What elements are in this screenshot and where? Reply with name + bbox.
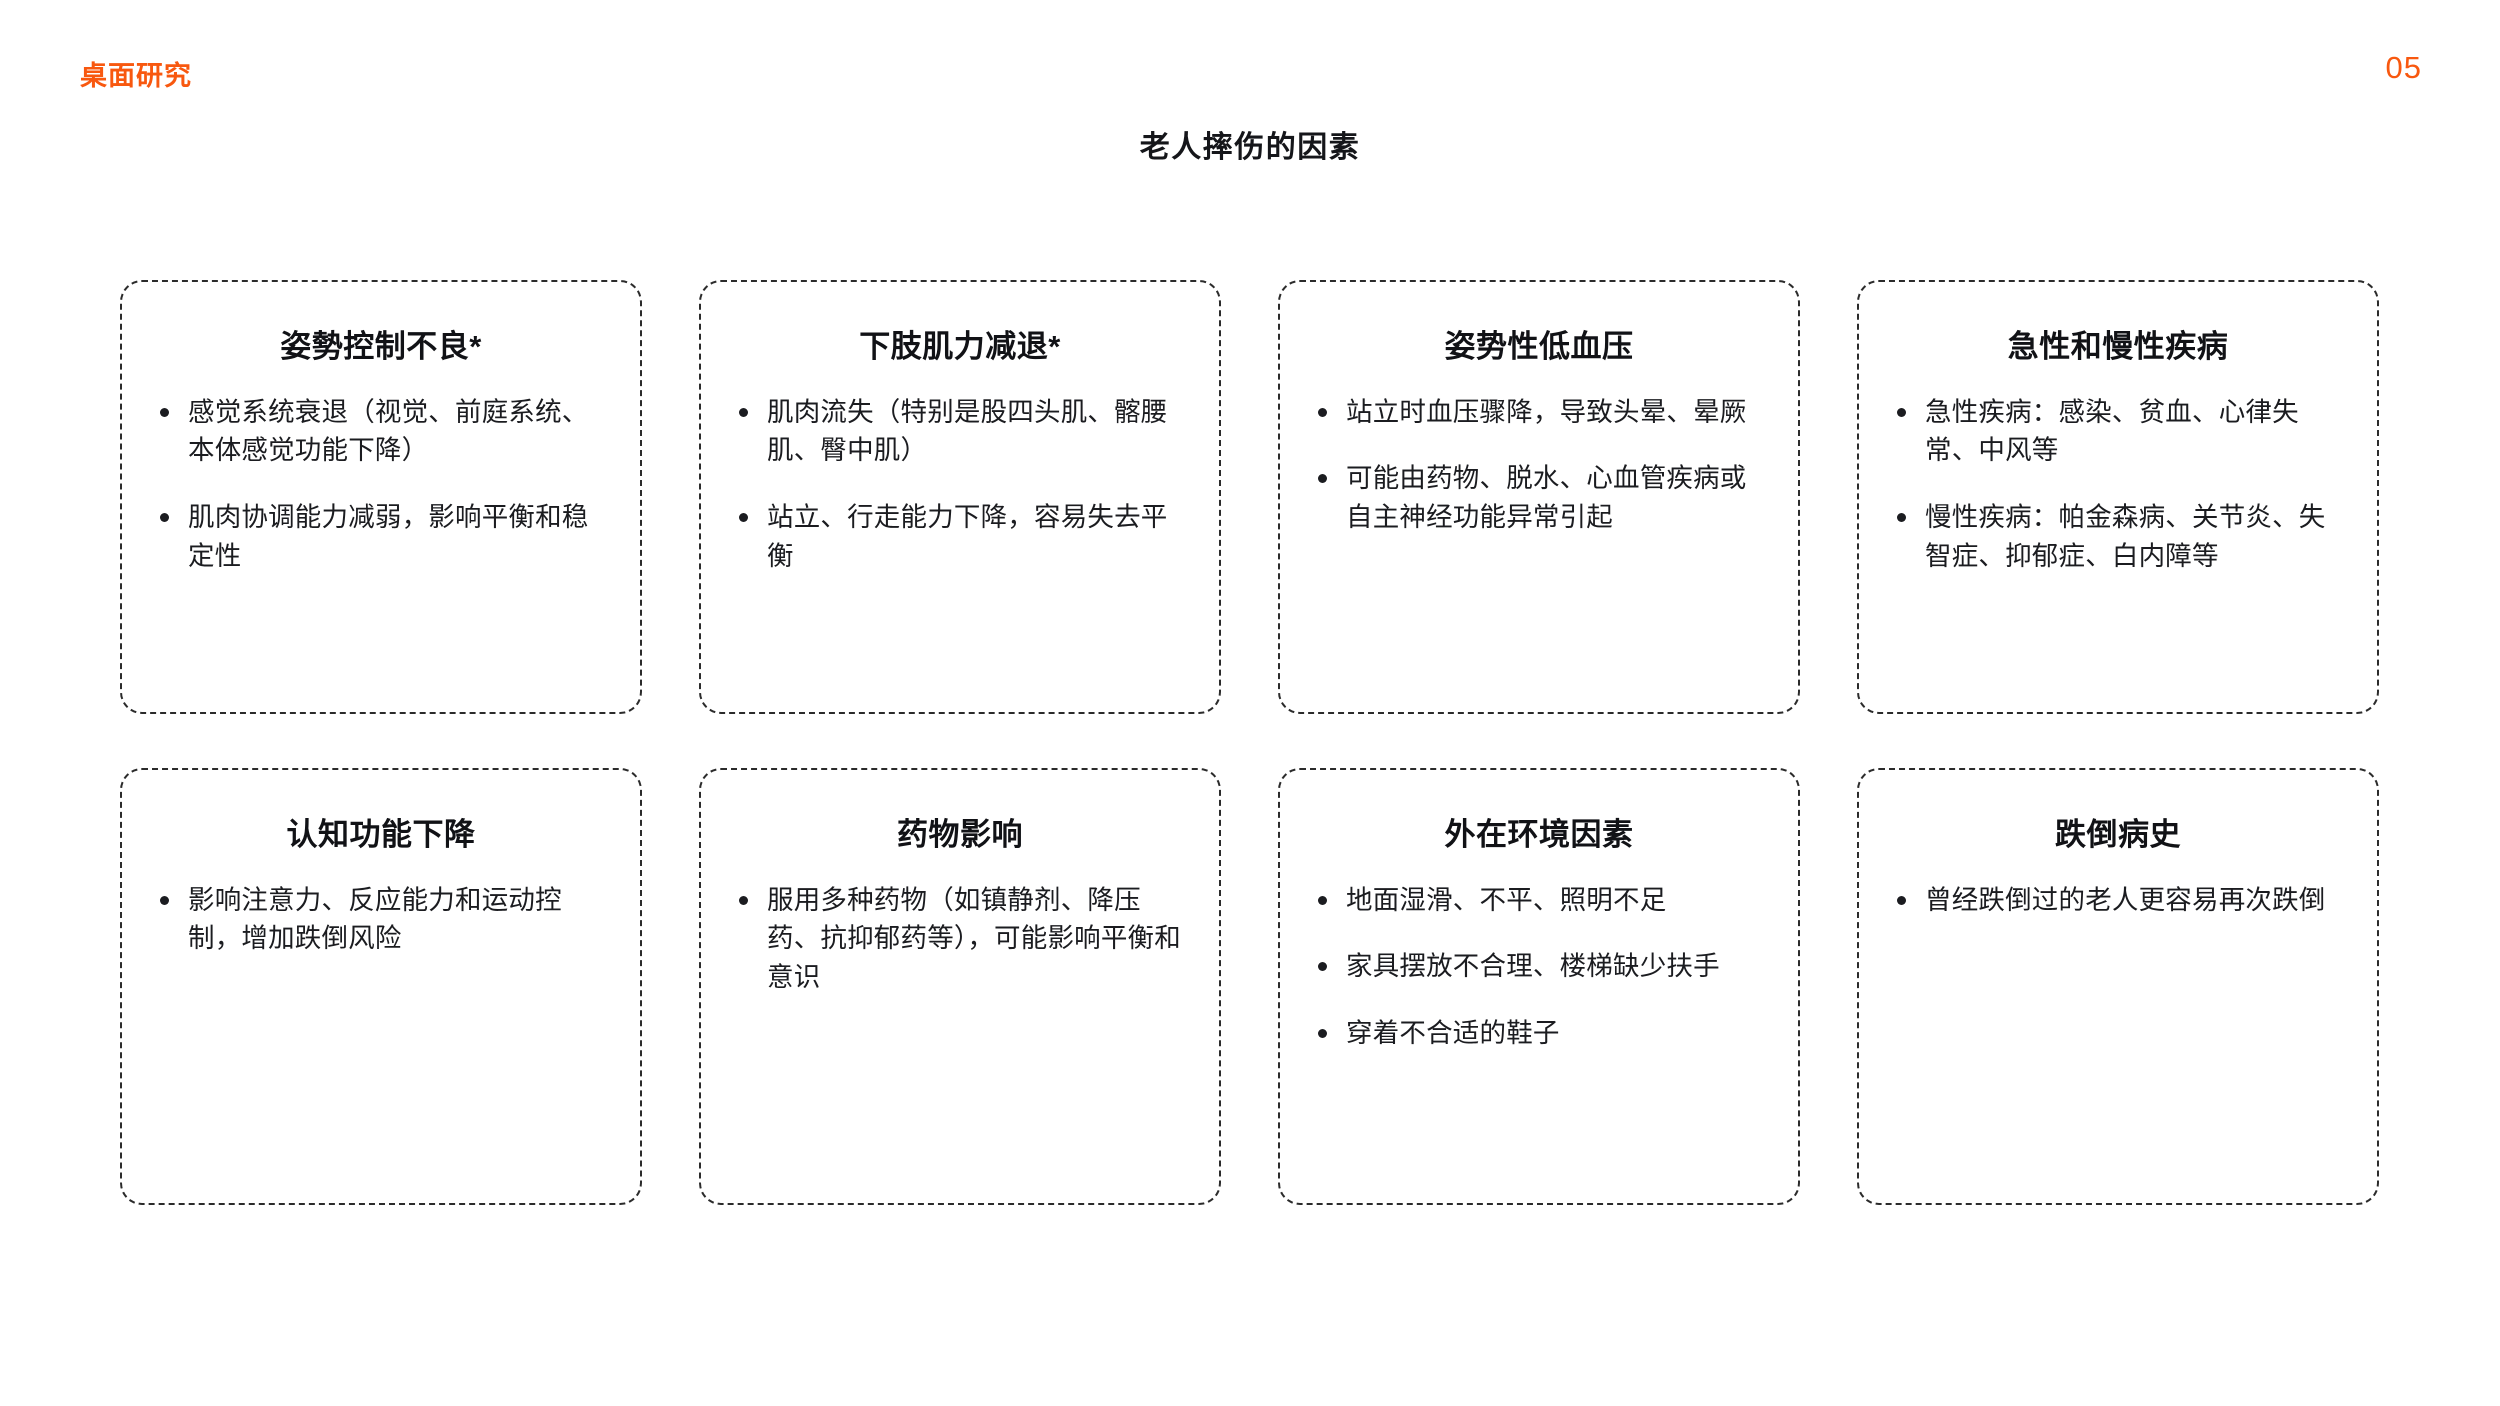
bullet-text: 地面湿滑、不平、照明不足 [1346,884,1667,915]
list-item: 急性疾病：感染、贫血、心律失常、中风等 [1889,393,2347,470]
bullet-text: 服用多种药物（如镇静剂、降压药、抗抑郁药等），可能影响平衡和意识 [767,884,1181,993]
list-item: 站立、行走能力下降，容易失去平衡 [731,498,1189,575]
bullet-dot-icon [739,407,748,417]
bullet-dot-icon [739,513,748,523]
bullet-text: 肌肉协调能力减弱，影响平衡和稳定性 [188,502,589,571]
factor-card-title: 药物影响 [897,817,1023,852]
bullet-text: 可能由药物、脱水、心血管疾病或自主神经功能异常引起 [1346,463,1747,533]
slide-header: 桌面研究 05 [0,0,2500,120]
bullet-text: 影响注意力、反应能力和运动控制，增加跌倒风险 [188,884,562,954]
bullet-dot-icon [1318,1029,1327,1039]
factor-card: 认知功能下降影响注意力、反应能力和运动控制，增加跌倒风险 [120,768,642,1205]
list-item: 地面湿滑、不平、照明不足 [1310,881,1768,920]
factor-card-title: 下肢肌力减退* [859,329,1061,364]
factor-card-title: 外在环境因素 [1444,817,1634,852]
factor-bullet-list: 曾经跌倒过的老人更容易再次跌倒 [1889,881,2347,920]
bullet-text: 家具摆放不合理、楼梯缺少扶手 [1346,951,1720,982]
page-title: 老人摔伤的因素 [1139,131,1361,164]
page-number: 05 [2385,50,2422,85]
bullet-dot-icon [1318,474,1327,484]
list-item: 穿着不合适的鞋子 [1310,1014,1768,1053]
list-item: 感觉系统衰退（视觉、前庭系统、本体感觉功能下降） [152,393,610,470]
bullet-dot-icon [1897,407,1906,417]
list-item: 肌肉流失（特别是股四头肌、髂腰肌、臀中肌） [731,393,1189,470]
factor-card: 急性和慢性疾病急性疾病：感染、贫血、心律失常、中风等慢性疾病：帕金森病、关节炎、… [1857,280,2379,714]
bullet-dot-icon [1318,407,1327,417]
bullet-dot-icon [1318,895,1327,905]
list-item: 肌肉协调能力减弱，影响平衡和稳定性 [152,498,610,575]
factor-bullet-list: 站立时血压骤降，导致头晕、晕厥可能由药物、脱水、心血管疾病或自主神经功能异常引起 [1310,393,1768,537]
factor-card-title: 跌倒病史 [2055,817,2181,852]
factor-card: 药物影响服用多种药物（如镇静剂、降压药、抗抑郁药等），可能影响平衡和意识 [699,768,1221,1205]
factor-card: 姿勢控制不良* 感觉系统衰退（视觉、前庭系统、本体感觉功能下降） 肌肉协调能力减弱，… [120,280,642,714]
bullet-dot-icon [160,895,169,905]
bullet-text: 肌肉流失（特别是股四头肌、髂腰肌、臀中肌） [767,396,1168,466]
list-item: 影响注意力、反应能力和运动控制，增加跌倒风险 [152,881,610,958]
bullet-dot-icon [160,407,169,417]
factor-card: 下肢肌力减退* 肌肉流失（特别是股四头肌、髂腰肌、臀中肌） 站立、行走能力下降，容易… [699,280,1221,714]
factor-bullet-list: 影响注意力、反应能力和运动控制，增加跌倒风险 [152,881,610,958]
factor-bullet-list: 地面湿滑、不平、照明不足家具摆放不合理、楼梯缺少扶手穿着不合适的鞋子 [1310,881,1768,1053]
factor-bullet-list: 急性疾病：感染、贫血、心律失常、中风等慢性疾病：帕金森病、关节炎、失智症、抑郁症… [1889,393,2347,576]
factor-card-title: 姿勢控制不良* [280,329,482,364]
bullet-text: 站立时血压骤降，导致头晕、晕厥 [1346,396,1747,427]
factor-card: 姿势性低血压站立时血压骤降，导致头晕、晕厥可能由药物、脱水、心血管疾病或自主神经… [1278,280,1800,714]
list-item: 曾经跌倒过的老人更容易再次跌倒 [1889,881,2347,920]
bullet-dot-icon [1318,962,1327,972]
bullet-text: 站立、行走能力下降，容易失去平衡 [767,502,1168,571]
bullet-text: 感觉系统衰退（视觉、前庭系统、本体感觉功能下降） [188,396,589,466]
factor-card-grid: 姿勢控制不良* 感觉系统衰退（视觉、前庭系统、本体感觉功能下降） 肌肉协调能力减弱，… [120,280,2379,1205]
section-kicker: 桌面研究 [80,61,192,91]
bullet-text: 急性疾病：感染、贫血、心律失常、中风等 [1925,396,2299,466]
bullet-dot-icon [739,895,748,905]
factor-bullet-list: 服用多种药物（如镇静剂、降压药、抗抑郁药等），可能影响平衡和意识 [731,881,1189,997]
bullet-dot-icon [160,513,169,523]
list-item: 可能由药物、脱水、心血管疾病或自主神经功能异常引起 [1310,459,1768,536]
factor-bullet-list: 感觉系统衰退（视觉、前庭系统、本体感觉功能下降） 肌肉协调能力减弱，影响平衡和稳定… [152,393,610,576]
factor-card-title: 急性和慢性疾病 [2007,329,2229,364]
bullet-text: 穿着不合适的鞋子 [1346,1018,1560,1049]
factor-bullet-list: 肌肉流失（特别是股四头肌、髂腰肌、臀中肌） 站立、行走能力下降，容易失去平衡 [731,393,1189,576]
list-item: 家具摆放不合理、楼梯缺少扶手 [1310,947,1768,986]
list-item: 慢性疾病：帕金森病、关节炎、失智症、抑郁症、白内障等 [1889,498,2347,575]
factor-card: 跌倒病史曾经跌倒过的老人更容易再次跌倒 [1857,768,2379,1205]
list-item: 服用多种药物（如镇静剂、降压药、抗抑郁药等），可能影响平衡和意识 [731,881,1189,997]
factor-card-title: 认知功能下降 [286,817,476,852]
bullet-dot-icon [1897,895,1906,905]
list-item: 站立时血压骤降，导致头晕、晕厥 [1310,393,1768,432]
bullet-text: 慢性疾病：帕金森病、关节炎、失智症、抑郁症、白内障等 [1925,502,2326,571]
factor-card: 外在环境因素地面湿滑、不平、照明不足家具摆放不合理、楼梯缺少扶手穿着不合适的鞋子 [1278,768,1800,1205]
bullet-dot-icon [1897,513,1906,523]
factor-card-title: 姿势性低血压 [1444,329,1634,364]
bullet-text: 曾经跌倒过的老人更容易再次跌倒 [1925,884,2326,915]
